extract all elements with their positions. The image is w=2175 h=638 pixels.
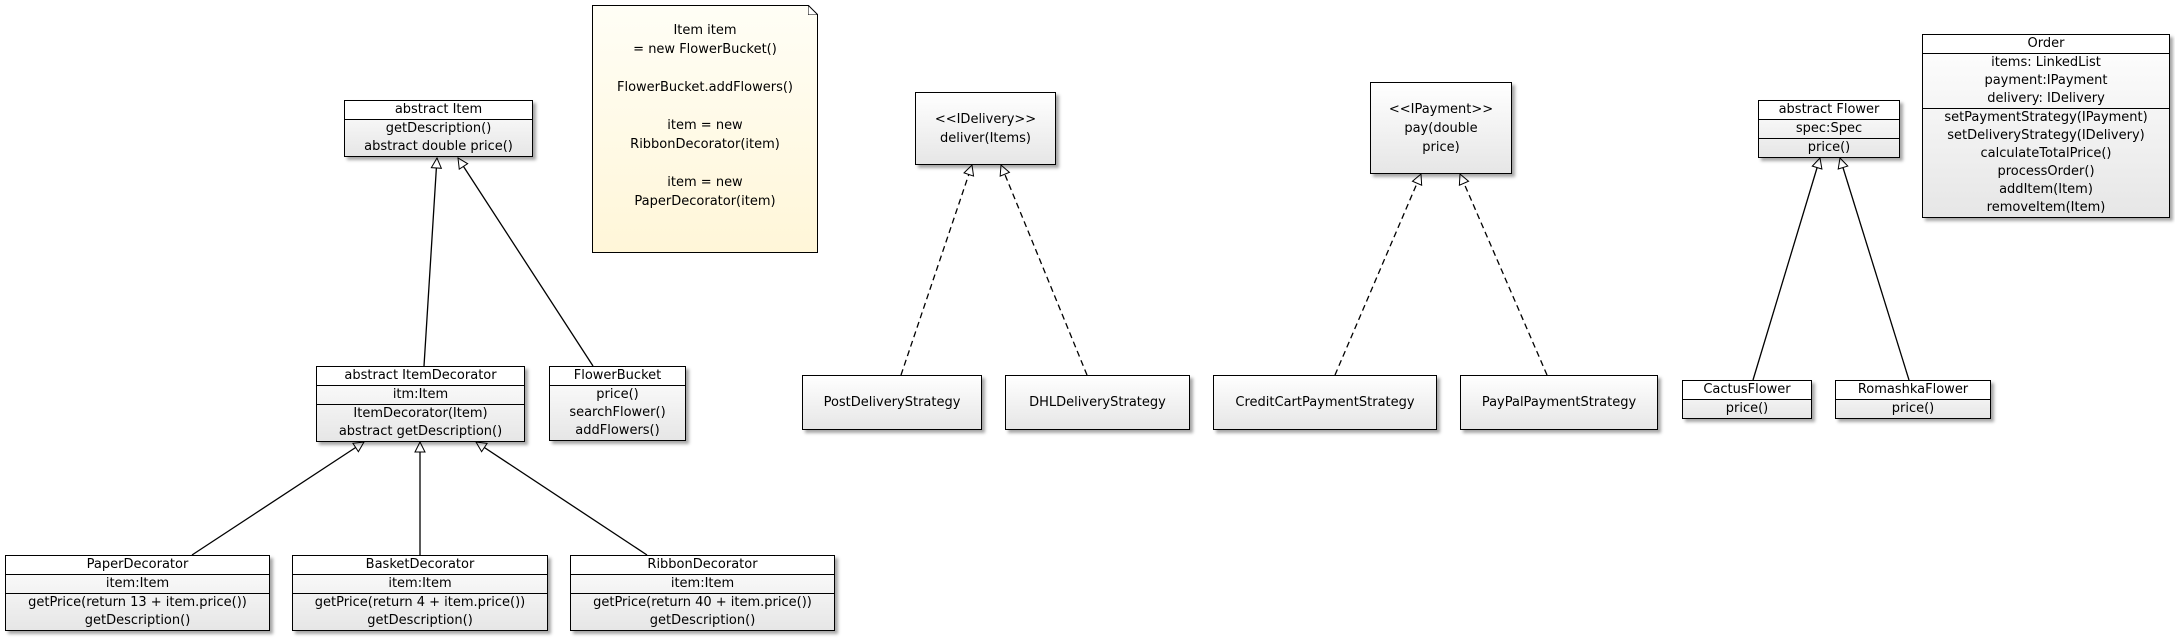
- class-title: PayPalPaymentStrategy: [1481, 395, 1637, 410]
- method: getDescription(): [367, 613, 473, 628]
- class-title: Order: [2027, 36, 2065, 51]
- class-basket-decorator[interactable]: BasketDecorator item:Item getPrice(retur…: [292, 555, 548, 631]
- method: processOrder(): [1997, 164, 2095, 179]
- class-flower[interactable]: abstract Flower spec:Spec price(): [1758, 100, 1900, 158]
- attribute: delivery: IDelivery: [1987, 91, 2105, 106]
- stereotype: <<IPayment>>: [1388, 101, 1494, 117]
- class-title: DHLDeliveryStrategy: [1029, 395, 1166, 410]
- class-creditcard-payment-strategy[interactable]: CreditCartPaymentStrategy: [1213, 375, 1437, 430]
- method: setDeliveryStrategy(IDelivery): [1947, 128, 2145, 143]
- class-post-delivery-strategy[interactable]: PostDeliveryStrategy: [802, 375, 982, 430]
- note-line: = new FlowerBucket(): [633, 42, 777, 57]
- attribute: payment:IPayment: [1984, 73, 2108, 88]
- note-line: RibbonDecorator(item): [630, 137, 780, 152]
- note-fold-icon: [808, 5, 818, 15]
- method: price(): [1807, 140, 1851, 155]
- method: price): [1422, 139, 1460, 155]
- method: getPrice(return 4 + item.price()): [314, 595, 526, 610]
- edge-dhldelivery-idelivery: [1001, 165, 1088, 376]
- class-romashka-flower[interactable]: RomashkaFlower price(): [1835, 380, 1991, 419]
- method: addFlowers(): [575, 423, 660, 438]
- method: setPaymentStrategy(IPayment): [1944, 110, 2148, 125]
- code-note: Item item = new FlowerBucket() FlowerBucke…: [592, 5, 818, 253]
- note-line: [593, 97, 817, 116]
- attribute: itm:Item: [392, 387, 449, 402]
- note-line: item = new: [667, 175, 743, 190]
- method: getPrice(return 40 + item.price()): [593, 595, 812, 610]
- class-title: BasketDecorator: [365, 557, 475, 572]
- class-title: abstract Item: [394, 102, 483, 117]
- class-ribbon-decorator[interactable]: RibbonDecorator item:Item getPrice(retur…: [570, 555, 835, 631]
- method: abstract double price(): [364, 139, 513, 154]
- class-item[interactable]: abstract Item getDescription() abstract …: [344, 100, 533, 157]
- method: getDescription(): [649, 613, 756, 628]
- method: ItemDecorator(Item): [353, 406, 488, 421]
- class-flower-bucket[interactable]: FlowerBucket price() searchFlower() addF…: [549, 366, 686, 441]
- class-cactus-flower[interactable]: CactusFlower price(): [1682, 380, 1812, 419]
- class-title: CactusFlower: [1703, 382, 1791, 397]
- method: price(): [1891, 401, 1935, 416]
- class-title: abstract Flower: [1778, 102, 1880, 117]
- method: getPrice(return 13 + item.price()): [28, 595, 247, 610]
- class-title: RomashkaFlower: [1857, 382, 1969, 397]
- edge-cactus-flower: [1752, 158, 1820, 381]
- method: deliver(Items): [939, 130, 1032, 146]
- edge-postdelivery-idelivery: [900, 165, 972, 376]
- class-title: abstract ItemDecorator: [344, 368, 497, 383]
- class-item-decorator[interactable]: abstract ItemDecorator itm:Item ItemDeco…: [316, 366, 525, 442]
- method: addItem(Item): [1999, 182, 2093, 197]
- note-line: [593, 154, 817, 173]
- class-order[interactable]: Order items: LinkedList payment:IPayment…: [1922, 34, 2170, 218]
- interface-idelivery[interactable]: <<IDelivery>> deliver(Items): [915, 92, 1056, 165]
- note-line: FlowerBucket.addFlowers(): [616, 80, 794, 95]
- edge-paperdecorator-itemdecorator: [191, 442, 364, 556]
- class-paper-decorator[interactable]: PaperDecorator item:Item getPrice(return…: [5, 555, 270, 631]
- edge-ribbondecorator-itemdecorator: [476, 442, 648, 556]
- method: getDescription(): [84, 613, 191, 628]
- method: removeItem(Item): [1986, 200, 2106, 215]
- class-title: FlowerBucket: [573, 368, 662, 383]
- edge-flowerbucket-item: [458, 158, 594, 367]
- method: price(): [1725, 401, 1769, 416]
- interface-ipayment[interactable]: <<IPayment>> pay(double price): [1370, 82, 1512, 174]
- method: pay(double: [1404, 120, 1478, 136]
- edge-itemdecorator-item: [423, 158, 437, 367]
- edge-paypal-ipayment: [1460, 174, 1548, 376]
- attribute: item:Item: [105, 576, 170, 591]
- method: abstract getDescription(): [338, 424, 503, 439]
- stereotype: <<IDelivery>>: [934, 111, 1037, 127]
- attribute: spec:Spec: [1795, 121, 1863, 136]
- method: getDescription(): [385, 121, 492, 136]
- class-paypal-payment-strategy[interactable]: PayPalPaymentStrategy: [1460, 375, 1658, 430]
- note-line: item = new: [667, 118, 743, 133]
- attribute: items: LinkedList: [1991, 55, 2101, 70]
- class-title: CreditCartPaymentStrategy: [1235, 395, 1415, 410]
- edge-creditcard-ipayment: [1334, 174, 1421, 376]
- note-line: [593, 59, 817, 78]
- edge-romashka-flower: [1840, 158, 1910, 381]
- class-dhl-delivery-strategy[interactable]: DHLDeliveryStrategy: [1005, 375, 1190, 430]
- class-title: RibbonDecorator: [647, 557, 758, 572]
- method: searchFlower(): [569, 405, 666, 420]
- attribute: item:Item: [670, 576, 735, 591]
- class-title: PaperDecorator: [86, 557, 189, 572]
- method: calculateTotalPrice(): [1980, 146, 2112, 161]
- attribute: item:Item: [388, 576, 452, 591]
- class-title: PostDeliveryStrategy: [823, 395, 961, 410]
- note-line: PaperDecorator(item): [634, 194, 776, 209]
- method: price(): [596, 387, 639, 402]
- note-line: Item item: [673, 23, 737, 38]
